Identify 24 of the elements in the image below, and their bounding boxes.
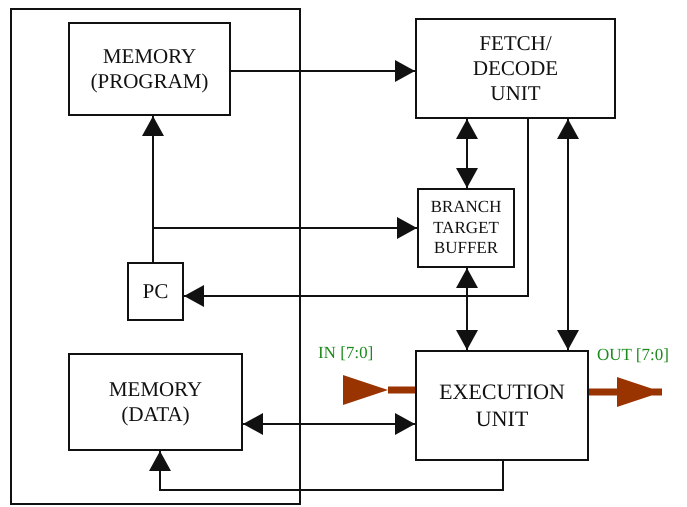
block-box	[68, 353, 243, 451]
block-box	[127, 262, 184, 321]
arrow	[149, 451, 504, 491]
bus-arrow	[589, 377, 662, 407]
arrow	[184, 119, 529, 307]
arrow	[152, 217, 417, 262]
enclosure-box	[10, 8, 301, 505]
block-label: PC	[142, 278, 168, 304]
block-box	[415, 18, 616, 119]
block-label: MEMORY (DATA)	[108, 376, 204, 428]
block-box	[68, 22, 231, 116]
arrow	[456, 268, 478, 350]
block-label: MEMORY (PROGRAM)	[90, 44, 210, 94]
block-box	[415, 350, 589, 461]
arrow	[243, 413, 415, 435]
signal-label: OUT [7:0]	[597, 345, 669, 365]
arrow	[557, 119, 579, 350]
signal-label: IN [7:0]	[318, 343, 374, 363]
arrow	[231, 60, 415, 82]
block-label: EXECUTION UNIT	[438, 379, 566, 432]
arrow	[456, 119, 478, 188]
block-label: FETCH/ DECODE UNIT	[472, 30, 560, 106]
block-box	[417, 188, 515, 268]
block-label: BRANCH TARGET BUFFER	[430, 197, 502, 259]
